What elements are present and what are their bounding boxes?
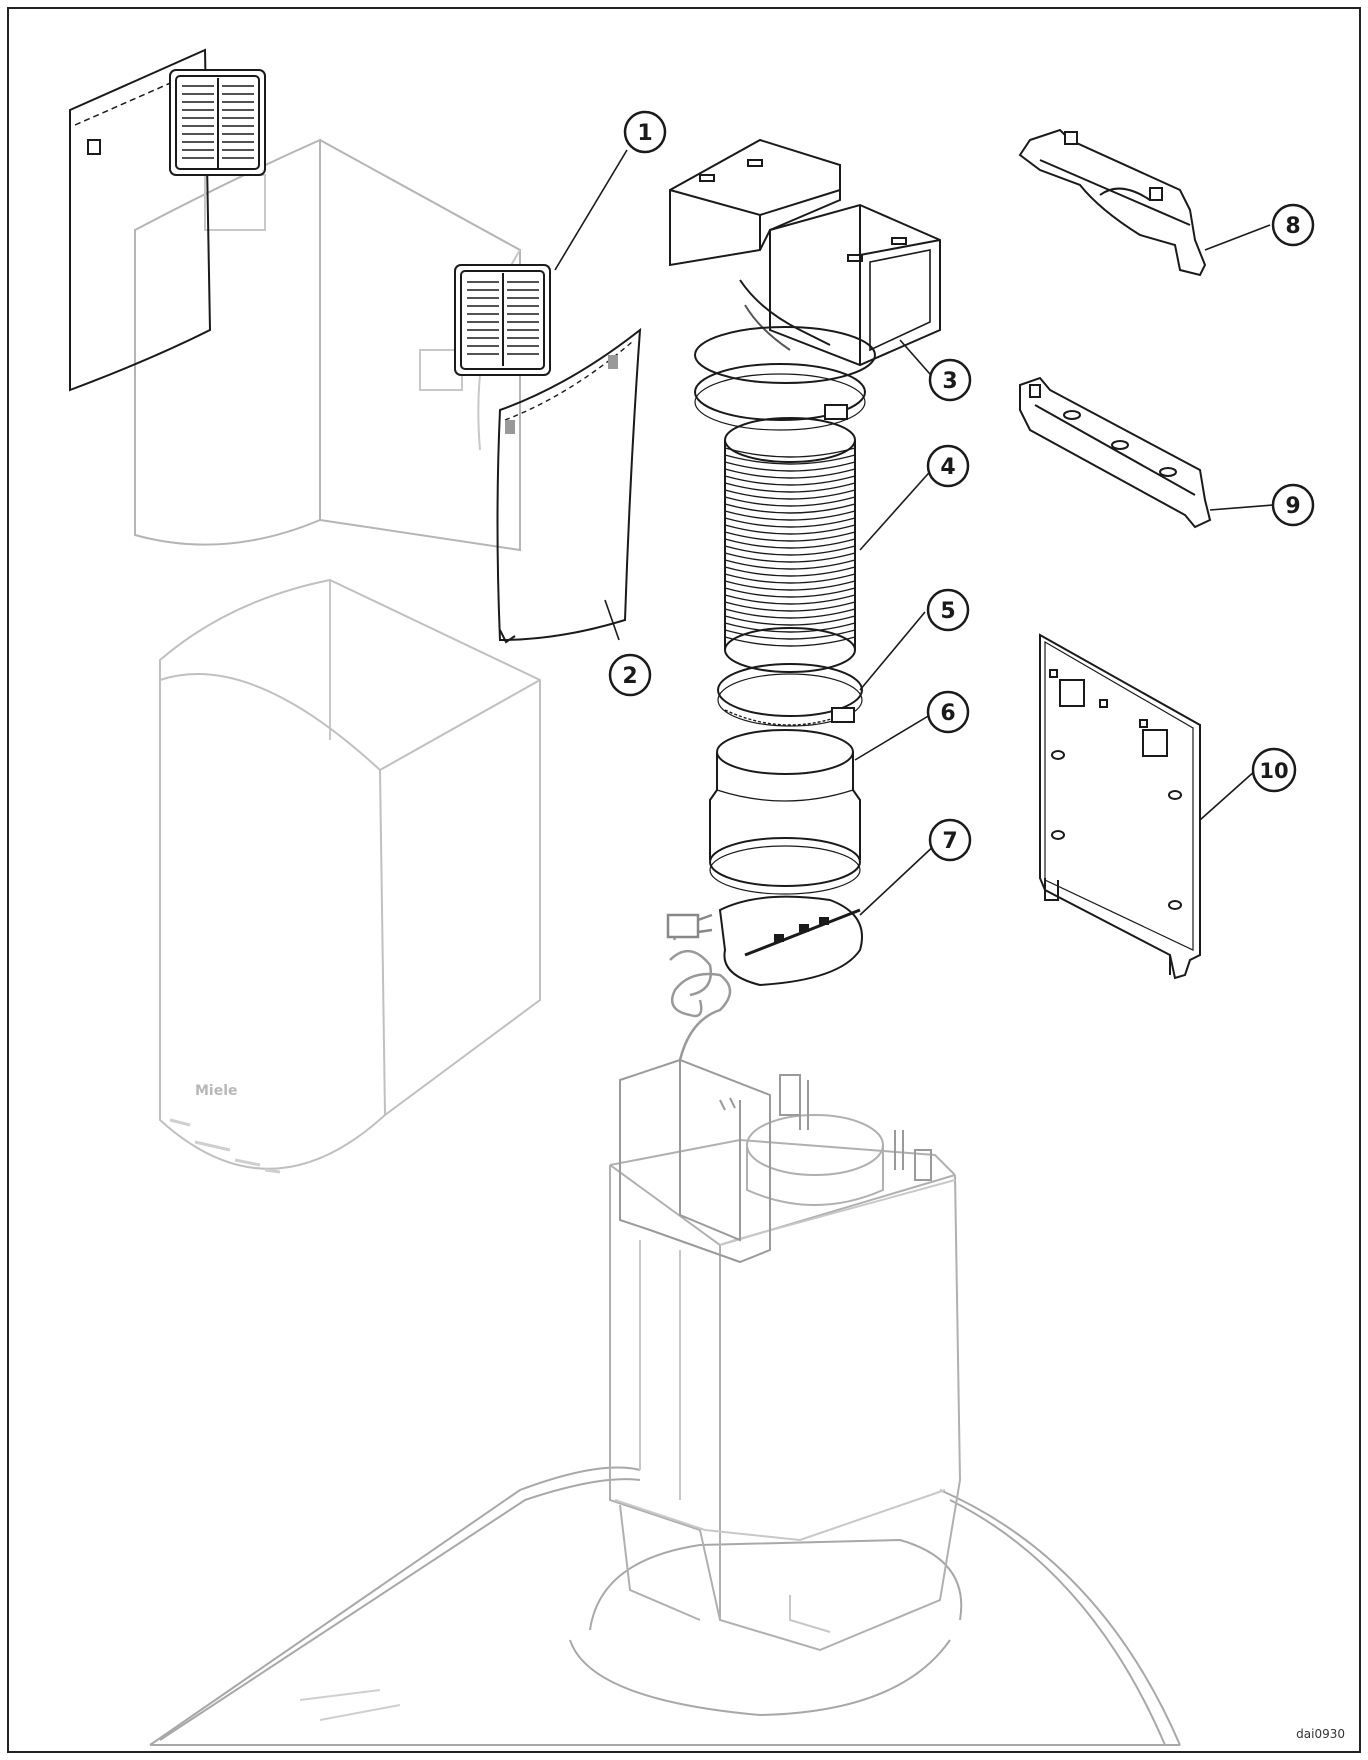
hose-rib bbox=[724, 580, 856, 591]
part-8-upper-bracket bbox=[1018, 128, 1207, 277]
upper-chimney-cover bbox=[134, 138, 521, 740]
callout-2: 2 bbox=[608, 653, 652, 697]
callout-9: 9 bbox=[1271, 483, 1315, 527]
hose-rib bbox=[724, 594, 856, 605]
callout-4-label: 4 bbox=[940, 455, 955, 480]
callout-10-label: 10 bbox=[1259, 759, 1288, 783]
hose-rib bbox=[724, 636, 856, 647]
hose-rib bbox=[724, 468, 856, 479]
callout-bubbles: 1 2 3 4 5 6 7 8 bbox=[608, 110, 1315, 862]
hose-rib bbox=[724, 447, 856, 458]
callout-6-label: 6 bbox=[940, 701, 955, 726]
hose-rib bbox=[724, 531, 856, 542]
callout-10: 10 bbox=[1251, 747, 1297, 793]
callout-8: 8 bbox=[1271, 203, 1315, 247]
part-9-middle-bracket bbox=[1019, 376, 1212, 529]
part-10-mounting-plate bbox=[1039, 633, 1201, 980]
part-2-filter-sheet bbox=[496, 327, 642, 644]
hose-rib bbox=[724, 587, 856, 598]
hose-rib bbox=[724, 622, 856, 633]
hose-rib bbox=[724, 524, 856, 535]
callout-3: 3 bbox=[928, 358, 972, 402]
hose-rib bbox=[724, 510, 856, 521]
hose-rib bbox=[724, 552, 856, 563]
power-cable bbox=[666, 913, 732, 1061]
hose-rib bbox=[724, 601, 856, 612]
callout-7-label: 7 bbox=[942, 829, 957, 854]
callout-7: 7 bbox=[928, 818, 972, 862]
callout-5: 5 bbox=[926, 588, 970, 632]
callout-leaders bbox=[554, 149, 1274, 916]
hose-rib bbox=[724, 566, 856, 577]
callout-1: 1 bbox=[623, 110, 667, 154]
part-3-duct-adaptor bbox=[669, 138, 941, 367]
hose-rib bbox=[724, 461, 856, 472]
hose-rib bbox=[724, 503, 856, 514]
hose-rib bbox=[724, 573, 856, 584]
part-1-grille-filter bbox=[454, 264, 551, 376]
callout-4: 4 bbox=[926, 444, 970, 488]
motor-housing bbox=[609, 1058, 962, 1652]
callout-8-label: 8 bbox=[1285, 214, 1300, 239]
part-4-flexible-hose bbox=[694, 363, 866, 673]
hose-rib bbox=[724, 475, 856, 486]
callout-9-label: 9 bbox=[1285, 494, 1300, 519]
hose-rib bbox=[724, 538, 856, 549]
hose-rib bbox=[724, 615, 856, 626]
hose-rib bbox=[724, 629, 856, 640]
hose-rib bbox=[724, 489, 856, 500]
part-6-duct-connector bbox=[709, 729, 861, 895]
drawing-code: dai0930 bbox=[1296, 1727, 1345, 1741]
part-5-hose-clamp bbox=[717, 663, 863, 727]
rear-grille-filter bbox=[169, 69, 266, 176]
callout-6: 6 bbox=[926, 690, 970, 734]
hood-canopy bbox=[149, 1466, 1181, 1746]
callout-1-label: 1 bbox=[637, 121, 652, 146]
hose-rib bbox=[724, 482, 856, 493]
hose-rib bbox=[724, 559, 856, 570]
callout-5-label: 5 bbox=[940, 599, 955, 624]
hose-rib bbox=[724, 454, 856, 465]
part-3-ring bbox=[694, 326, 876, 384]
hose-rib bbox=[724, 496, 856, 507]
callout-2-label: 2 bbox=[622, 664, 637, 689]
lower-chimney-cover: Miele bbox=[159, 578, 541, 1174]
diagram-border bbox=[7, 7, 1361, 1753]
hose-rib bbox=[724, 608, 856, 619]
hose-rib bbox=[724, 517, 856, 528]
hose-rib bbox=[724, 545, 856, 556]
callout-3-label: 3 bbox=[942, 369, 957, 394]
brand-mark-text: Miele bbox=[195, 1083, 238, 1099]
part-7-back-flap bbox=[718, 895, 863, 987]
